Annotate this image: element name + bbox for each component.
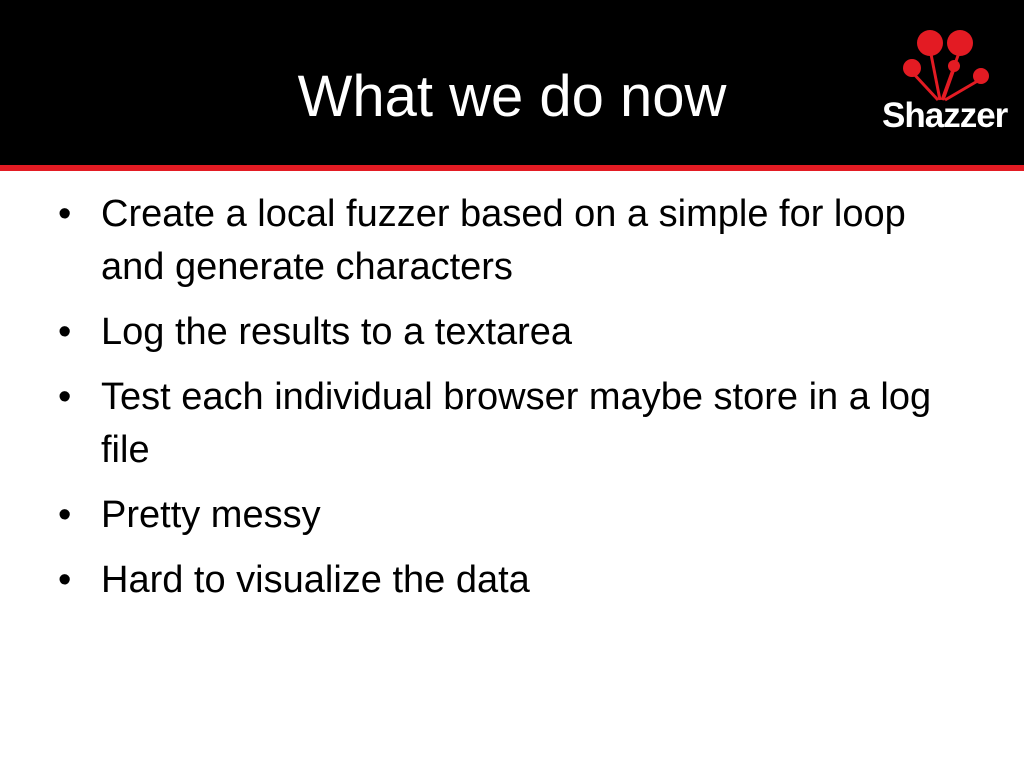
balloons-logo-icon [903,30,989,102]
bullet-item: • Pretty messy [58,489,958,542]
bullet-marker: • [58,311,72,353]
bullet-item: • Log the results to a textarea [58,306,958,359]
bullet-marker: • [58,376,72,418]
bullet-marker: • [58,494,72,536]
bullet-text: Create a local fuzzer based on a simple … [101,193,906,288]
bullet-text: Log the results to a textarea [101,311,573,353]
bullet-marker: • [58,559,72,601]
bullet-item: • Test each individual browser maybe sto… [58,371,958,477]
bullet-text: Pretty messy [101,494,321,536]
bullet-list: • Create a local fuzzer based on a simpl… [58,188,958,619]
logo-wordmark: Shazzer [882,96,1008,135]
slide-title: What we do now [297,64,727,129]
bullet-text: Hard to visualize the data [101,559,530,601]
bullet-text: Test each individual browser maybe store… [101,376,932,471]
bullet-marker: • [58,193,72,235]
header-accent-rule [0,165,1024,171]
slide-header: What we do now Shazzer [0,0,1024,165]
bullet-item: • Hard to visualize the data [58,554,958,607]
shazzer-logo: Shazzer [878,24,1018,136]
bullet-item: • Create a local fuzzer based on a simpl… [58,188,958,294]
